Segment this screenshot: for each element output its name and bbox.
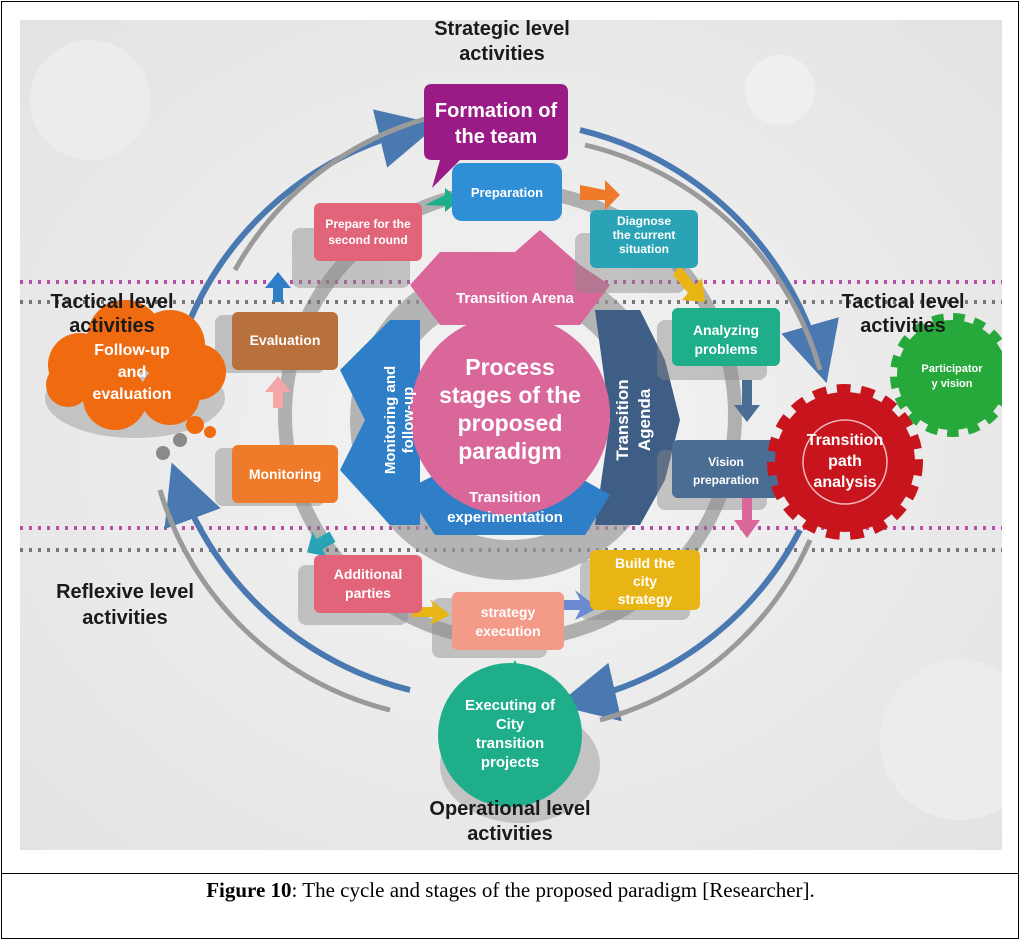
svg-text:analysis: analysis (813, 474, 876, 491)
stage-additional-parties: Additional parties (314, 555, 422, 613)
svg-text:Formation of: Formation of (435, 100, 558, 122)
svg-text:second round: second round (328, 233, 407, 247)
svg-text:situation: situation (619, 242, 669, 256)
label-reflexive-level: Reflexive level activities (56, 581, 194, 629)
svg-text:path: path (828, 453, 862, 470)
caption-text: : The cycle and stages of the proposed p… (291, 878, 815, 902)
svg-text:City: City (496, 716, 525, 733)
svg-text:experimentation: experimentation (447, 509, 563, 526)
svg-text:activities: activities (459, 43, 545, 65)
center-title: Process stages of the proposed paradigm (439, 354, 581, 464)
gear-participatory-vision: Participator y vision (890, 313, 1002, 437)
label-tactical-right: Tactical level activities (841, 291, 964, 337)
svg-text:activities: activities (860, 315, 946, 337)
svg-text:transition: transition (476, 735, 544, 752)
svg-text:city: city (633, 573, 657, 589)
gear-transition-path-analysis: Transition path analysis (767, 384, 923, 540)
svg-text:proposed: proposed (458, 410, 563, 436)
svg-text:Vision: Vision (708, 455, 744, 469)
svg-text:Process: Process (465, 354, 555, 380)
svg-text:Operational level: Operational level (429, 798, 590, 820)
svg-text:Tactical level: Tactical level (841, 291, 964, 313)
executing-city-projects-bubble: Executing of City transition projects (438, 660, 600, 823)
svg-text:Diagnose: Diagnose (617, 214, 671, 228)
center-circle (410, 315, 610, 515)
svg-text:the team: the team (455, 126, 537, 148)
svg-text:Preparation: Preparation (471, 185, 543, 200)
svg-text:paradigm: paradigm (458, 438, 562, 464)
svg-text:Evaluation: Evaluation (250, 332, 321, 348)
svg-text:Transition: Transition (807, 432, 883, 449)
caption-label: Figure 10 (206, 878, 292, 902)
svg-text:Tactical level: Tactical level (50, 291, 173, 313)
svg-text:and: and (118, 364, 146, 381)
svg-text:strategy: strategy (618, 591, 673, 607)
arc-transition-agenda: Transition Agenda (613, 379, 654, 460)
stage-analyzing-problems: Analyzing problems (672, 308, 780, 366)
svg-text:Monitoring: Monitoring (249, 466, 321, 482)
arc-monitoring-followup: Monitoring and follow-up (382, 366, 417, 474)
followup-evaluation-cloud: Follow-up and evaluation (45, 300, 226, 460)
caption-divider (1, 873, 1019, 874)
svg-text:y vision: y vision (932, 378, 973, 390)
svg-text:activities: activities (467, 823, 553, 845)
svg-text:preparation: preparation (693, 473, 759, 487)
svg-text:Transition: Transition (613, 379, 632, 460)
svg-text:parties: parties (345, 585, 391, 601)
svg-text:projects: projects (481, 754, 539, 771)
stage-preparation: Preparation (452, 163, 562, 221)
svg-text:Build the: Build the (615, 555, 675, 571)
svg-text:Agenda: Agenda (635, 388, 654, 451)
svg-text:Monitoring and: Monitoring and (382, 366, 399, 474)
svg-text:execution: execution (475, 623, 540, 639)
svg-text:strategy: strategy (481, 604, 536, 620)
svg-text:Prepare for the: Prepare for the (325, 217, 411, 231)
svg-text:problems: problems (694, 341, 757, 357)
label-strategic-level: Strategic level activities (434, 20, 570, 65)
svg-text:Reflexive level: Reflexive level (56, 581, 194, 603)
stage-evaluation: Evaluation (232, 312, 338, 370)
svg-text:Executing of: Executing of (465, 697, 556, 714)
svg-text:Follow-up: Follow-up (94, 342, 170, 359)
svg-text:evaluation: evaluation (92, 386, 171, 403)
label-tactical-left: Tactical level activities (50, 291, 173, 337)
svg-text:activities: activities (69, 315, 155, 337)
cycle-connector-arrows (265, 180, 760, 625)
stage-prepare-second-round: Prepare for the second round (314, 203, 422, 261)
svg-text:Transition: Transition (469, 489, 541, 506)
svg-text:stages of the: stages of the (439, 382, 581, 408)
outer-cycle-arrows (157, 109, 839, 723)
svg-text:follow-up: follow-up (400, 387, 417, 454)
svg-text:the current: the current (613, 228, 676, 242)
paradigm-diagram: Process stages of the proposed paradigm … (20, 20, 1002, 850)
svg-text:activities: activities (82, 607, 168, 629)
stage-formation-of-team: Formation of the team (424, 84, 568, 188)
svg-text:Analyzing: Analyzing (693, 322, 759, 338)
stage-build-city-strategy: Build the city strategy (590, 550, 700, 610)
stage-strategy-execution: strategy execution (452, 592, 564, 650)
label-operational-level: Operational level activities (429, 798, 590, 845)
arc-transition-experimentation: Transition experimentation (447, 489, 563, 526)
svg-text:Additional: Additional (334, 566, 402, 582)
svg-text:Participator: Participator (921, 363, 983, 375)
stage-vision-preparation: Vision preparation (672, 440, 780, 498)
stage-diagnose: Diagnose the current situation (590, 210, 698, 268)
svg-text:Strategic level: Strategic level (434, 20, 570, 40)
figure-caption: Figure 10: The cycle and stages of the p… (0, 878, 1021, 903)
stage-monitoring: Monitoring (232, 445, 338, 503)
arc-transition-arena: Transition Arena (456, 290, 574, 307)
